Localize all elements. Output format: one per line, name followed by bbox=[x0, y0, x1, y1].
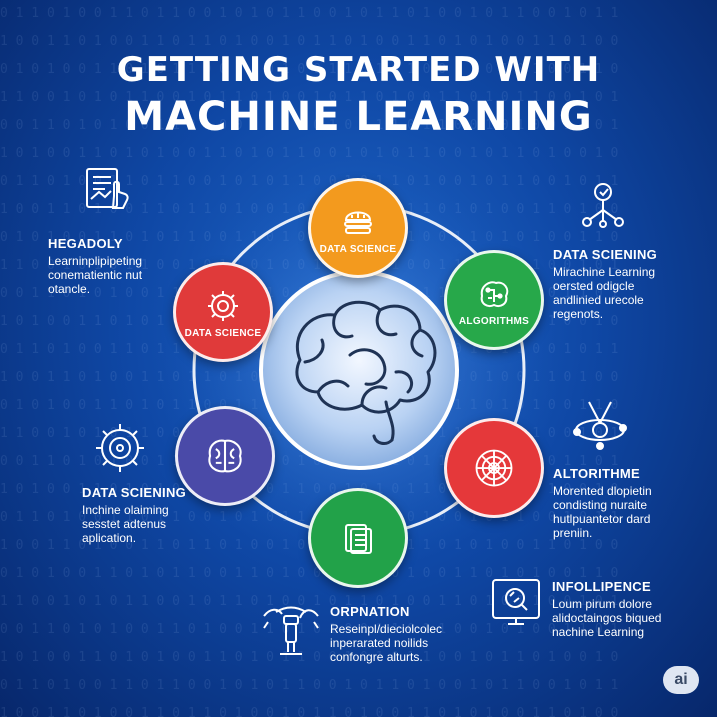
monitor-search-icon bbox=[492, 579, 540, 625]
title-line-2: MACHINE LEARNING bbox=[124, 94, 593, 140]
document-hand-icon bbox=[86, 168, 129, 209]
node-label: ALGORITHMS bbox=[458, 315, 530, 327]
side-bottom-right: INFOLLIPENCE Loum pirum dolore alidoctai… bbox=[552, 579, 661, 639]
side-heading: DATA SCIENING bbox=[82, 485, 187, 500]
side-heading: INFOLLIPENCE bbox=[552, 579, 651, 594]
side-body: Morented dlopietin condisting nuraite hu… bbox=[553, 484, 652, 540]
node-web-network[interactable] bbox=[444, 418, 544, 518]
ai-badge: ai bbox=[663, 666, 699, 694]
hamburger-stack-icon bbox=[344, 211, 372, 234]
web-network-icon bbox=[475, 449, 513, 487]
side-top-left: HEGADOLY Learninplipipeting conematienti… bbox=[48, 236, 142, 296]
node-brain-circuit[interactable] bbox=[175, 406, 275, 506]
node-document-code[interactable] bbox=[308, 488, 408, 588]
network-nodes-icon bbox=[582, 183, 624, 228]
side-heading: HEGADOLY bbox=[48, 236, 123, 251]
node-data-science-top[interactable]: DATA SCIENCE bbox=[308, 178, 408, 278]
brain-circuit-icon bbox=[208, 439, 242, 473]
node-label: DATA SCIENCE bbox=[319, 243, 397, 255]
side-body: Mirachine Learning oersted odigcle andli… bbox=[553, 265, 656, 321]
side-body: Learninplipipeting conematientic nut ota… bbox=[48, 254, 143, 296]
side-top-right: DATA SCIENING Mirachine Learning oersted… bbox=[553, 247, 657, 321]
side-body: Reseinpl/dieciolcolec inperarated noilid… bbox=[330, 622, 443, 664]
page-title: GETTING STARTED WITH MACHINE LEARNING bbox=[0, 50, 717, 140]
document-code-icon bbox=[345, 524, 372, 554]
node-algorithms[interactable]: ALGORITHMS bbox=[444, 250, 544, 350]
side-bottom-center: ORPNATION Reseinpl/dieciolcolec inperara… bbox=[330, 604, 442, 664]
atom-orbit-icon bbox=[573, 401, 627, 450]
side-body: Loum pirum dolore alidoctaingos biqued n… bbox=[552, 597, 662, 639]
side-mid-right: ALTORITHME Morented dlopietin condisting… bbox=[553, 466, 652, 540]
side-mid-left: DATA SCIENING Inchine olaiming sesstet a… bbox=[82, 485, 186, 545]
side-body: Inchine olaiming sesstet adtenus aplicat… bbox=[82, 503, 169, 545]
side-heading: DATA SCIENING bbox=[553, 247, 658, 262]
robot-arm-icon bbox=[263, 606, 319, 655]
side-heading: ORPNATION bbox=[330, 604, 410, 619]
node-data-science-left[interactable]: DATA SCIENCE bbox=[173, 262, 273, 362]
brain-icon bbox=[295, 300, 437, 445]
gear-chip-icon bbox=[208, 290, 238, 321]
gear-circuit-icon bbox=[96, 424, 144, 472]
side-heading: ALTORITHME bbox=[553, 466, 641, 481]
node-label: DATA SCIENCE bbox=[184, 327, 262, 339]
circuit-brain-icon bbox=[480, 280, 509, 307]
title-line-1: GETTING STARTED WITH bbox=[116, 50, 601, 90]
